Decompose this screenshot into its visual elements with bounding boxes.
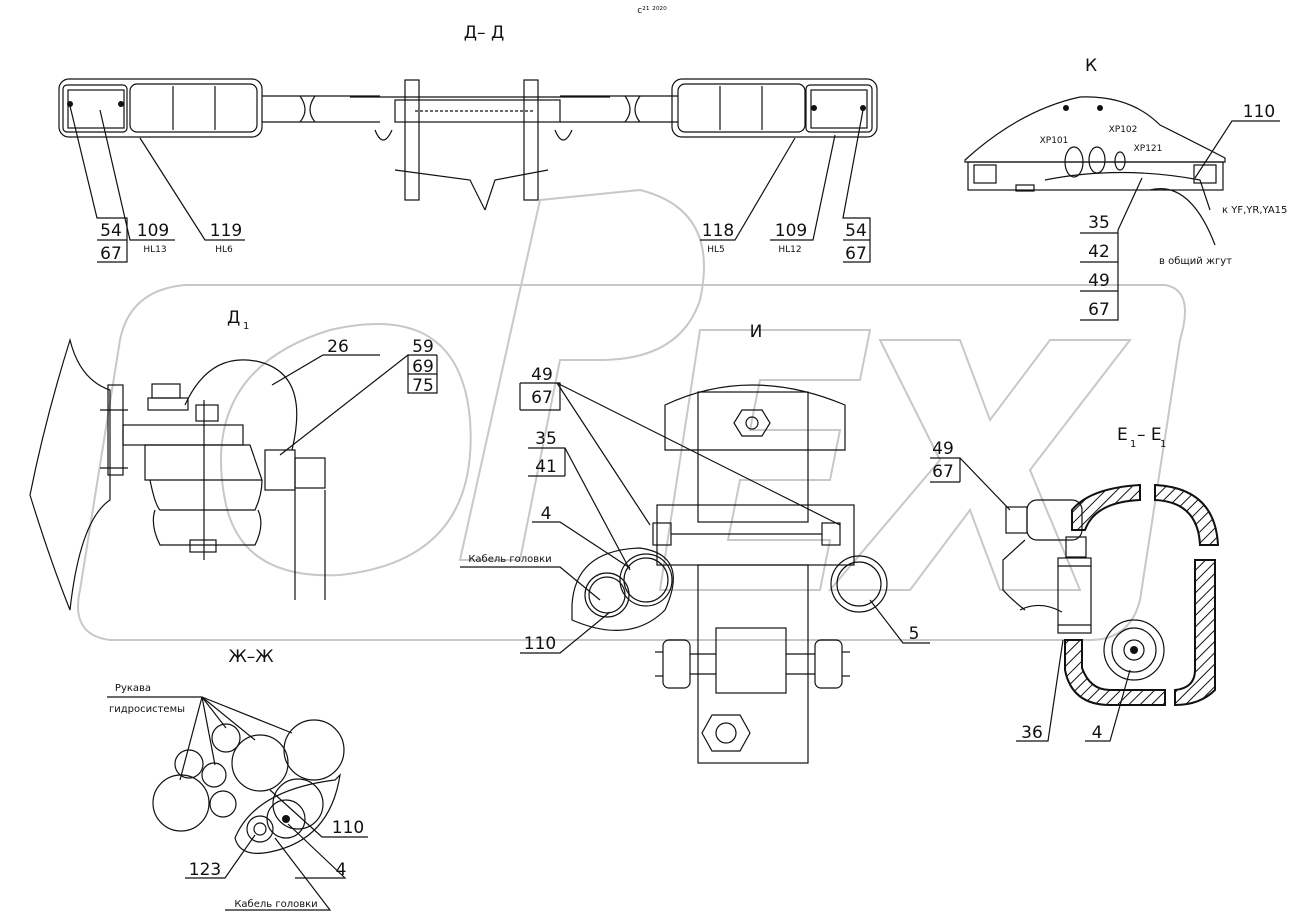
label-4: 4 <box>1092 723 1103 743</box>
label-67: 67 <box>1088 300 1110 320</box>
leader-5 <box>869 599 930 644</box>
leader-35 <box>1080 177 1143 321</box>
section-title-e1-sub: 1 <box>1130 439 1136 450</box>
label-41: 41 <box>535 457 557 477</box>
leader-36 <box>1016 639 1064 742</box>
leaders-dd <box>69 105 871 263</box>
leaders-zhzh <box>107 696 368 911</box>
label-42: 42 <box>1088 242 1110 262</box>
leader-110 <box>1194 120 1280 179</box>
section-title-i: И <box>750 322 763 342</box>
label-49: 49 <box>531 365 553 385</box>
label-69: 69 <box>412 357 434 377</box>
section-title-d1-sub: 1 <box>243 321 249 332</box>
label-hoses-2: гидросистемы <box>109 704 185 715</box>
label-5: 5 <box>909 624 920 644</box>
bracket-i <box>571 384 888 764</box>
section-title-e1-b: – Е <box>1137 425 1162 445</box>
label-harness: в общий жгут <box>1159 256 1232 267</box>
label-4: 4 <box>541 504 552 524</box>
label-109: 109 <box>775 221 807 241</box>
label-123: 123 <box>189 860 221 880</box>
label-49: 49 <box>1088 271 1110 291</box>
label-54: 54 <box>100 221 122 241</box>
label-cable: Кабель головки <box>234 899 317 910</box>
label-hl13: HL13 <box>143 245 166 255</box>
label-35: 35 <box>535 429 557 449</box>
label-67: 67 <box>932 462 954 482</box>
label-26: 26 <box>327 337 349 357</box>
leader-49-i <box>556 382 651 526</box>
label-hl12: HL12 <box>778 245 801 255</box>
connector-box-k <box>964 96 1226 246</box>
section-title-d1: Д <box>227 308 240 328</box>
label-hl6: HL6 <box>215 245 233 255</box>
label-54: 54 <box>845 221 867 241</box>
label-cable: Кабель головки <box>468 554 551 565</box>
label-49: 49 <box>932 439 954 459</box>
label-hl5: HL5 <box>707 245 725 255</box>
label-118: 118 <box>702 221 734 241</box>
label-xp102: XP102 <box>1109 125 1138 135</box>
label-67: 67 <box>531 388 553 408</box>
label-to-yf: к YF,YR,YA15 <box>1222 205 1287 216</box>
profile-e1 <box>1002 483 1220 707</box>
section-title-zhzh: Ж–Ж <box>228 647 273 667</box>
label-109: 109 <box>137 221 169 241</box>
label-67: 67 <box>100 244 122 264</box>
label-xp121: XP121 <box>1134 144 1163 154</box>
label-59: 59 <box>412 337 434 357</box>
hose-bundle-zhzh <box>152 719 345 854</box>
leader-cable-i <box>460 566 601 601</box>
label-67: 67 <box>845 244 867 264</box>
section-title-k: К <box>1085 56 1097 76</box>
watermark <box>77 188 1186 641</box>
label-110: 110 <box>332 818 364 838</box>
header-mark: с²¹ ²⁰²⁰ <box>637 6 667 16</box>
label-119: 119 <box>210 221 242 241</box>
lamp-bar-dd <box>58 78 878 211</box>
leader-4-i <box>532 521 631 569</box>
leader-4-e1 <box>1085 669 1131 742</box>
leader-110-i <box>520 611 611 654</box>
label-75: 75 <box>412 376 434 396</box>
label-xp101: XP101 <box>1040 136 1069 146</box>
leader-26 <box>271 354 380 386</box>
label-4: 4 <box>336 860 347 880</box>
label-hoses: Рукава <box>115 683 151 694</box>
section-title-e1: Е <box>1117 425 1128 445</box>
mount-d1 <box>29 337 326 611</box>
label-36: 36 <box>1021 723 1043 743</box>
section-title-e1-sub: 1 <box>1160 439 1166 450</box>
label-35: 35 <box>1088 213 1110 233</box>
label-110: 110 <box>524 634 556 654</box>
label-110: 110 <box>1243 102 1275 122</box>
section-title-dd: Д– Д <box>464 23 504 43</box>
